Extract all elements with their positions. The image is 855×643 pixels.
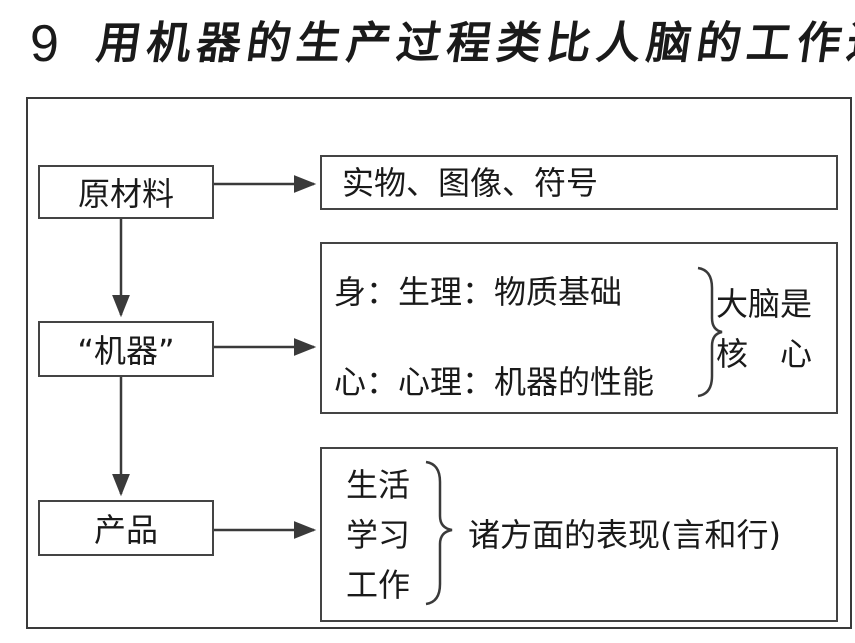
brain-core-line1: 大脑是	[716, 285, 813, 323]
machine-label: “机器”	[77, 332, 175, 370]
materials-text: 实物、图像、符号	[342, 164, 599, 202]
diagram-frame	[26, 97, 852, 629]
machine-detail-box: 身：生理：物质基础 心：心理：机器的性能 大脑是 核 心	[320, 242, 838, 414]
brain-core-line2: 核 心	[716, 335, 813, 373]
body-line: 身：生理：物质基础	[334, 273, 623, 311]
manifestation-text: 诸方面的表现(言和行)	[468, 516, 781, 554]
brain-core-brace	[697, 266, 723, 398]
machine-box: “机器”	[38, 321, 214, 377]
product-label: 产品	[93, 511, 158, 549]
manifestation-brace	[425, 460, 453, 606]
mind-line: 心：心理：机器的性能	[334, 363, 655, 401]
diagram-title: 9 用机器的生产过程类比人脑的工作过程	[30, 8, 855, 80]
title-number: 9	[30, 15, 59, 73]
raw-materials-label: 原材料	[77, 175, 174, 213]
product-box: 产品	[38, 500, 214, 556]
work-text: 工作	[346, 566, 411, 604]
raw-materials-box: 原材料	[38, 165, 214, 219]
product-detail-box: 生活 学习 工作 诸方面的表现(言和行)	[320, 447, 838, 622]
study-text: 学习	[346, 516, 411, 554]
life-text: 生活	[346, 466, 411, 504]
materials-box: 实物、图像、符号	[320, 155, 838, 210]
